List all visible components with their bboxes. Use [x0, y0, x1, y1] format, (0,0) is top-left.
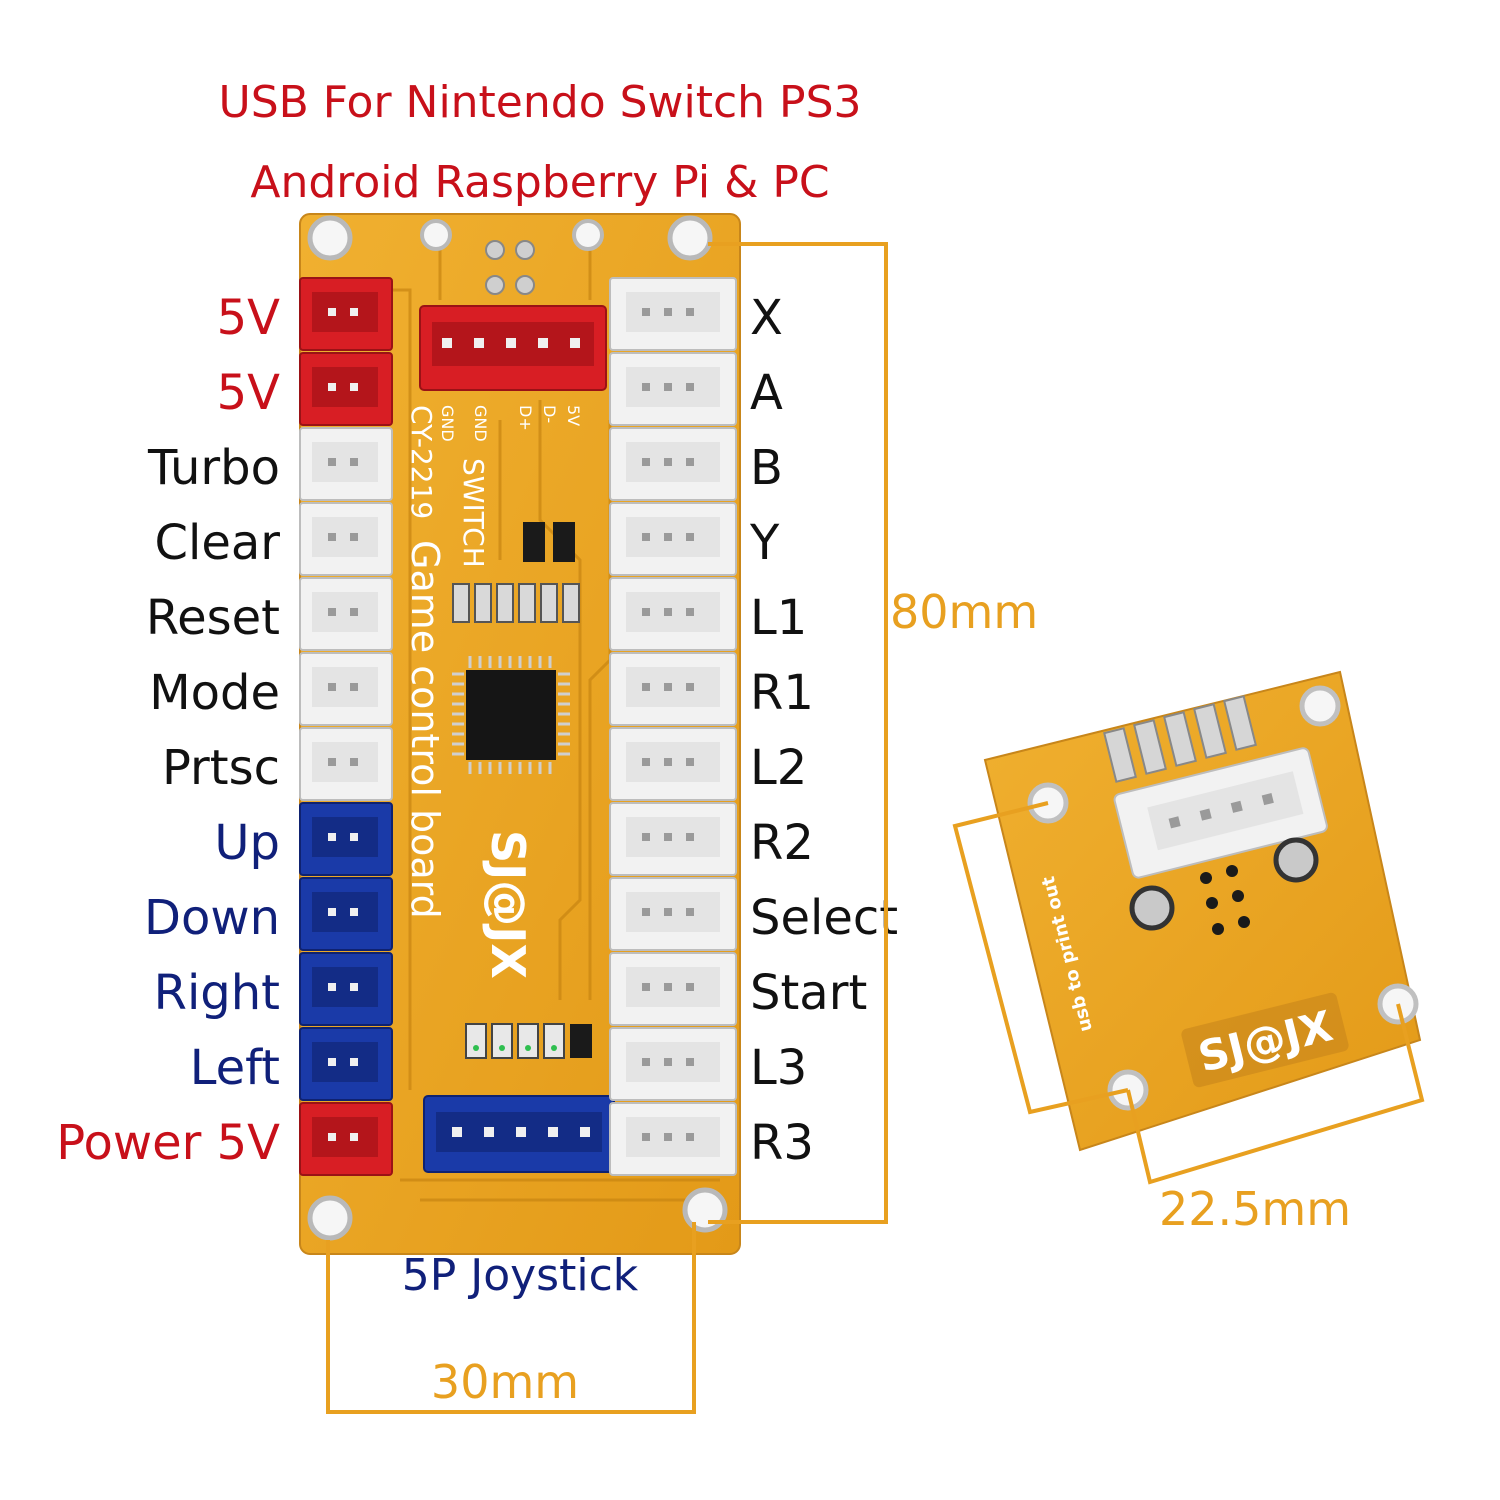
left-connector [299, 352, 393, 426]
left-label: Power 5V [56, 1115, 280, 1171]
right-label: R1 [750, 665, 814, 721]
right-label: L3 [750, 1040, 807, 1096]
right-connector [609, 277, 737, 351]
right-connector-column [609, 277, 737, 1176]
right-connector [609, 427, 737, 501]
left-label: Left [190, 1040, 280, 1096]
small-board-screw-1 [1129, 885, 1175, 931]
right-label: R2 [750, 815, 814, 871]
left-label: Down [144, 890, 280, 946]
small-board-hole-tr [1299, 685, 1341, 727]
left-connector [299, 502, 393, 576]
right-connector [609, 802, 737, 876]
dimension-30mm-label: 30mm [431, 1355, 579, 1409]
dimension-22-5mm [952, 801, 1425, 1185]
left-connector [299, 1027, 393, 1101]
right-label: L2 [750, 740, 807, 796]
board-title: Game control board [403, 540, 447, 919]
left-connector [299, 577, 393, 651]
usb-connector [419, 305, 607, 391]
left-connector-column [299, 277, 393, 1176]
main-chip [452, 656, 570, 774]
right-label: Start [750, 965, 867, 1021]
small-board-vias [1200, 865, 1250, 935]
pin-label-5v: 5V [564, 405, 583, 426]
left-connector [299, 952, 393, 1026]
right-label: Y [749, 515, 780, 571]
right-connector [609, 502, 737, 576]
smd-resistors [452, 522, 580, 623]
pin-labels: 5V D- D+ GND GND [438, 405, 583, 442]
left-connector [299, 427, 393, 501]
joystick-connector [423, 1095, 615, 1173]
left-connector [299, 1102, 393, 1176]
right-connector [609, 577, 737, 651]
header-line-1: USB For Nintendo Switch PS3 [218, 77, 861, 128]
right-label: B [750, 440, 783, 496]
right-label: L1 [750, 590, 807, 646]
right-label: X [750, 290, 783, 346]
left-connector [299, 727, 393, 801]
small-board-pins [1103, 695, 1257, 783]
joystick-label: 5P Joystick [402, 1250, 639, 1301]
board-brand: SJ@JX [481, 830, 535, 979]
header-line-2: Android Raspberry Pi & PC [250, 157, 829, 208]
right-connector [609, 652, 737, 726]
right-connector [609, 952, 737, 1026]
left-connector [299, 652, 393, 726]
right-connector [609, 1102, 737, 1176]
left-label: Right [154, 965, 280, 1021]
right-connector [609, 727, 737, 801]
dimension-80mm: 80mm [708, 242, 1038, 1224]
pin-label-gnd-2: GND [438, 405, 457, 442]
right-connector [609, 1027, 737, 1101]
left-label: Prtsc [162, 740, 280, 796]
left-label: 5V [217, 290, 281, 346]
right-label: A [750, 365, 783, 421]
left-label: Turbo [147, 440, 280, 496]
left-label: Reset [146, 590, 280, 646]
small-board-connector [1113, 747, 1328, 879]
main-board: 5V D- D+ GND GND SWITCH CY-2219 Game con… [299, 213, 741, 1255]
mounting-holes [307, 215, 728, 1241]
right-label: R3 [750, 1115, 814, 1171]
small-board-screw-2 [1273, 837, 1319, 883]
left-connector [299, 877, 393, 951]
left-label: Up [214, 815, 280, 871]
left-connector [299, 802, 393, 876]
pin-label-dplus: D+ [516, 405, 535, 431]
left-labels: 5V 5V TurboClearResetModePrtscUpDownRightL… [56, 290, 280, 1171]
right-connector [609, 877, 737, 951]
left-label: 5V [217, 365, 281, 421]
left-connector [299, 277, 393, 351]
status-leds [465, 1023, 592, 1059]
board-switch-text: SWITCH [457, 458, 490, 568]
dimension-22-5mm-label: 22.5mm [1159, 1182, 1351, 1236]
left-label: Clear [154, 515, 280, 571]
right-label: Select [750, 890, 898, 946]
pcb-traces [390, 240, 720, 1202]
board-model: CY-2219 [405, 405, 438, 519]
dimension-30mm: 30mm [326, 1222, 696, 1414]
dimension-80mm-label: 80mm [890, 585, 1038, 639]
left-label: Mode [149, 665, 280, 721]
pin-label-gnd: GND [471, 405, 490, 442]
small-board: usb to print out SJ@JX [983, 670, 1422, 1152]
usb-header-vias [485, 240, 535, 295]
right-connector [609, 352, 737, 426]
pin-label-dminus: D- [540, 405, 559, 423]
